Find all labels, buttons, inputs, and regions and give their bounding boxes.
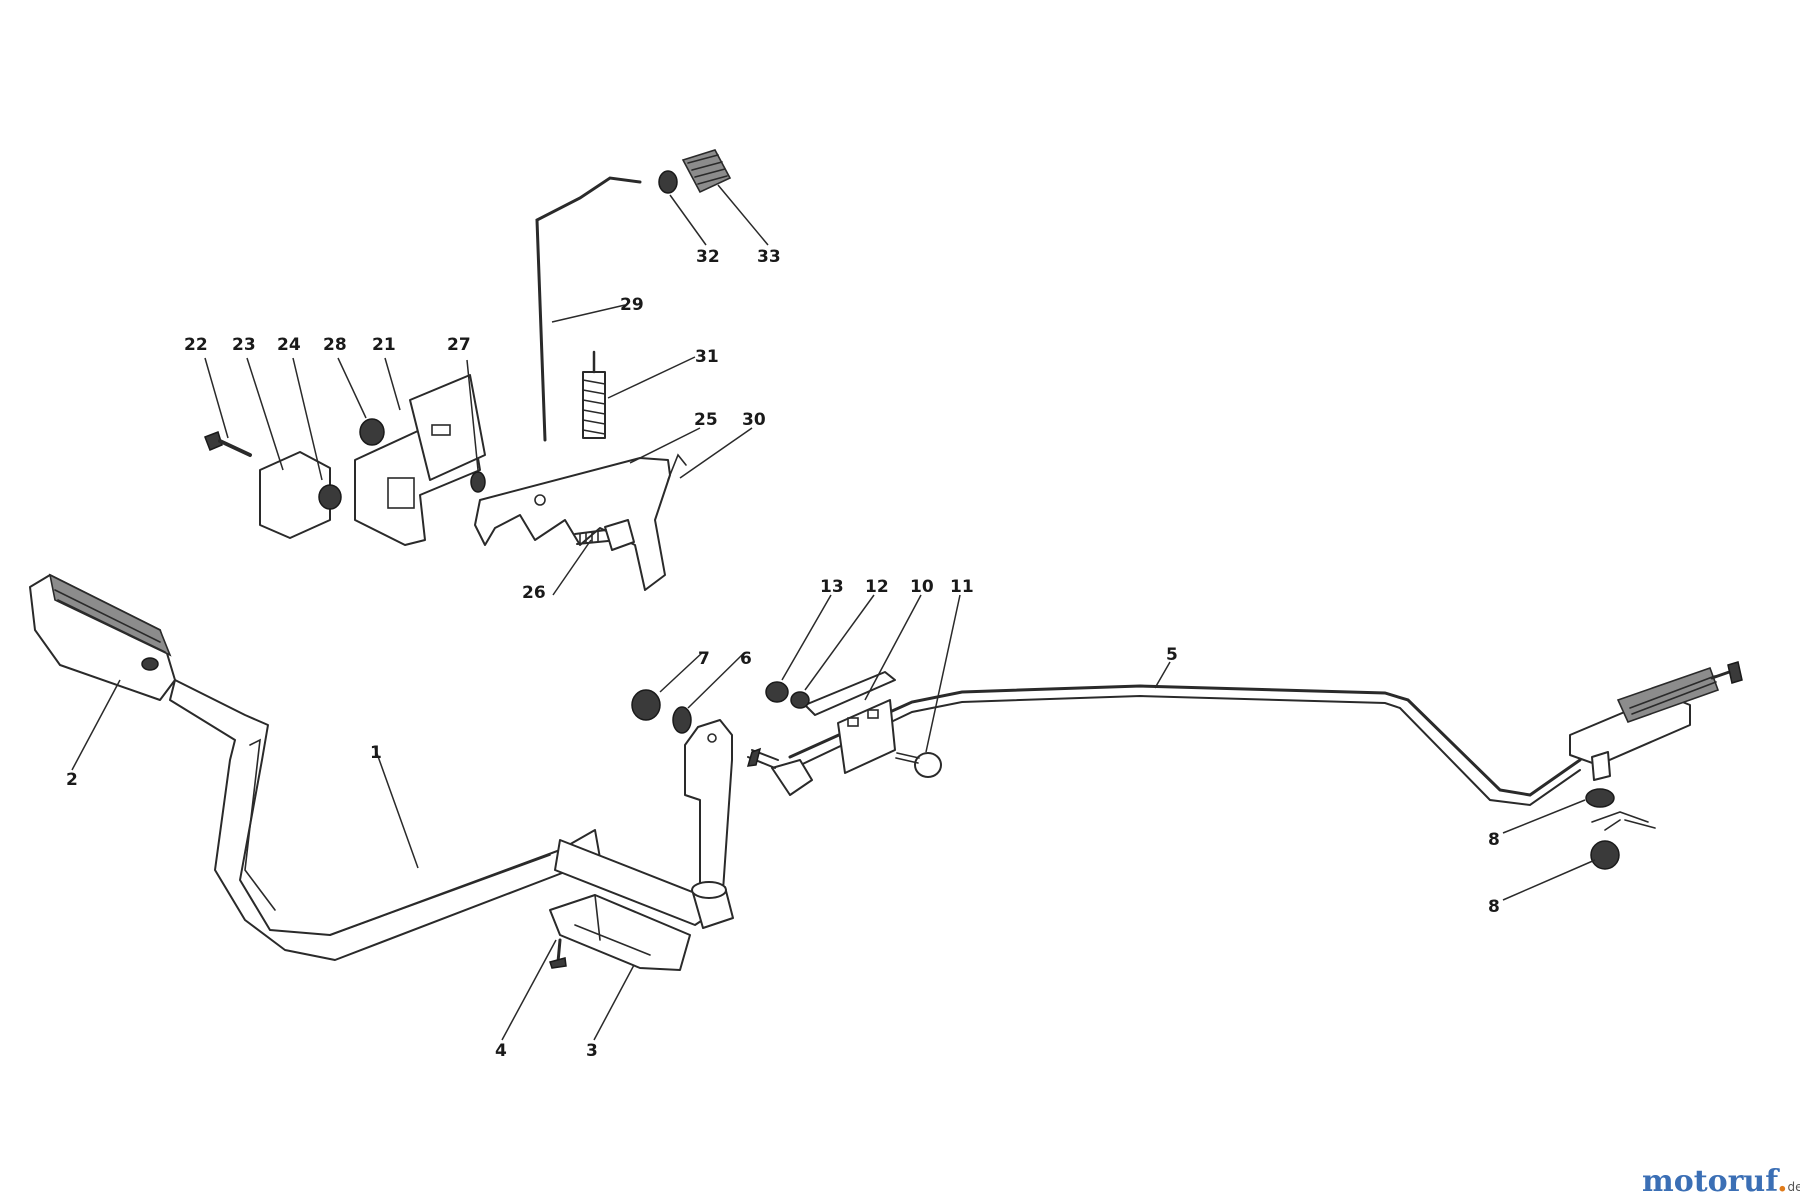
washer-32 [658,170,678,194]
nut-13 [765,681,789,703]
pedal-arm-1 [169,679,601,961]
lever-plate [684,719,733,906]
watermark-brand: motoruf [1642,1164,1780,1199]
callout-8-nut: 8 [1488,897,1500,917]
callout-12: 12 [865,577,889,597]
callout-8-washer: 8 [1488,830,1500,850]
callout-27: 27 [447,335,471,355]
adjuster-spring [1616,661,1743,723]
nut-9 [1590,840,1620,870]
spring-clip [1591,811,1656,831]
callout-labels: 1 2 3 4 5 6 7 8 8 10 11 12 13 21 22 23 2… [66,247,1500,1061]
callout-1: 1 [370,743,382,763]
ball-joint [746,747,813,796]
bolt-22 [204,431,252,457]
rod-5 [788,684,1582,797]
plate-25 [474,457,671,591]
callout-22: 22 [184,335,208,355]
watermark-dot: . [1777,1164,1787,1199]
callout-32: 32 [696,247,720,267]
nut-28 [359,418,385,446]
washer-8 [1585,788,1615,808]
callout-33: 33 [757,247,781,267]
callout-26: 26 [522,583,546,603]
spring-33 [681,149,732,194]
bolt-11 [895,752,942,778]
callout-25: 25 [694,410,718,430]
watermark-tld: de [1788,1180,1800,1194]
pedal-pad-2 [29,573,176,701]
nut-7 [631,689,661,721]
screw-4 [549,938,567,969]
block-10 [837,699,896,774]
plate-24 [259,451,331,539]
bolt-26 [574,519,635,551]
nut-23 [318,484,342,510]
callout-21: 21 [372,335,396,355]
clip-12 [804,671,896,716]
callout-30: 30 [742,410,766,430]
callout-3: 3 [586,1041,598,1061]
callout-6: 6 [740,649,752,669]
watermark-logo: motoruf.de [1642,1164,1800,1199]
washer-6 [672,706,692,734]
svg-text:motoruf.de: motoruf.de [1642,1164,1800,1199]
callout-5: 5 [1166,645,1178,665]
washer-27 [470,471,486,493]
bracket-27 [409,374,486,481]
callout-29: 29 [620,295,644,315]
pedal-assembly [29,573,734,971]
callout-11: 11 [950,577,974,597]
callout-4: 4 [495,1041,507,1061]
callout-10: 10 [910,577,934,597]
leader-lines [71,184,1596,1041]
callout-28: 28 [323,335,347,355]
spring-31 [582,350,606,439]
callout-13: 13 [820,577,844,597]
callout-7: 7 [698,649,710,669]
rod-29 [535,176,642,442]
callout-23: 23 [232,335,256,355]
callout-24: 24 [277,335,301,355]
callout-31: 31 [695,347,719,367]
upper-bracket-assembly [204,149,732,591]
callout-2: 2 [66,770,78,790]
control-rod-assembly [746,661,1743,870]
clip-30 [667,453,687,481]
